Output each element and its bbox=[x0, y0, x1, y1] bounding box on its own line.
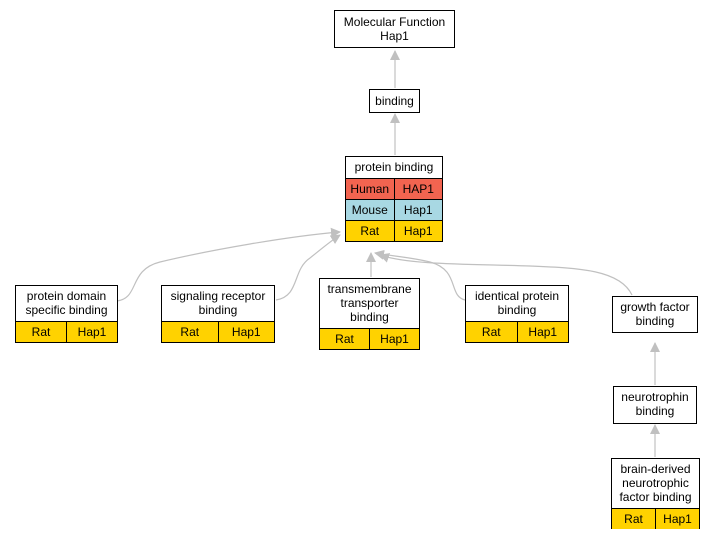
gene-cell: Hap1 bbox=[516, 322, 568, 342]
edge-gfb-to-protein-binding bbox=[379, 253, 633, 296]
node-bdnf-binding[interactable]: brain-derived neurotrophic factor bindin… bbox=[611, 458, 700, 529]
node-binding[interactable]: binding bbox=[369, 89, 420, 113]
gene-cell: Hap1 bbox=[66, 322, 117, 342]
edge-pdsb-to-protein-binding bbox=[116, 227, 341, 302]
species-cell: Mouse bbox=[346, 200, 394, 220]
gene-cell: Hap1 bbox=[217, 322, 274, 342]
gene-cell: Hap1 bbox=[369, 329, 419, 349]
node-molecular-function[interactable]: Molecular Function Hap1 bbox=[334, 10, 455, 48]
node-growth-factor-binding[interactable]: growth factor binding bbox=[612, 296, 698, 333]
species-row-rat: Rat Hap1 bbox=[162, 321, 274, 342]
gene-cell: Hap1 bbox=[655, 509, 699, 529]
species-row-rat: Rat Hap1 bbox=[320, 328, 419, 349]
species-cell: Rat bbox=[466, 322, 517, 342]
node-neurotrophin-binding[interactable]: neurotrophin binding bbox=[613, 386, 697, 424]
species-row-rat: Rat Hap1 bbox=[346, 220, 442, 241]
species-row-mouse: Mouse Hap1 bbox=[346, 199, 442, 220]
species-cell: Rat bbox=[16, 322, 66, 342]
node-title: signaling receptor binding bbox=[170, 289, 266, 317]
node-title: Molecular Function Hap1 bbox=[343, 15, 446, 43]
species-cell: Rat bbox=[162, 322, 218, 342]
node-signaling-receptor-binding[interactable]: signaling receptor binding Rat Hap1 bbox=[161, 285, 275, 343]
species-cell: Rat bbox=[612, 509, 655, 529]
species-cell: Rat bbox=[346, 221, 394, 241]
node-title: binding bbox=[375, 94, 414, 108]
gene-cell: Hap1 bbox=[393, 221, 442, 241]
species-cell: Rat bbox=[320, 329, 369, 349]
species-row-rat: Rat Hap1 bbox=[16, 321, 117, 342]
node-title: brain-derived neurotrophic factor bindin… bbox=[619, 462, 692, 504]
species-row-human: Human HAP1 bbox=[346, 178, 442, 199]
node-identical-protein-binding[interactable]: identical protein binding Rat Hap1 bbox=[465, 285, 569, 343]
species-row-rat: Rat Hap1 bbox=[466, 321, 568, 342]
node-title: protein domain specific binding bbox=[25, 289, 108, 317]
gene-cell: Hap1 bbox=[393, 200, 442, 220]
node-protein-domain-specific-binding[interactable]: protein domain specific binding Rat Hap1 bbox=[15, 285, 118, 343]
edge-ipb-to-protein-binding bbox=[374, 249, 466, 301]
gene-cell: HAP1 bbox=[393, 179, 442, 199]
node-title: protein binding bbox=[354, 160, 434, 174]
node-transmembrane-transporter-binding[interactable]: transmembrane transporter binding Rat Ha… bbox=[319, 278, 420, 350]
species-cell: Human bbox=[346, 179, 394, 199]
node-title: identical protein binding bbox=[474, 289, 560, 317]
species-row-rat: Rat Hap1 bbox=[612, 508, 699, 529]
node-title: transmembrane transporter binding bbox=[327, 282, 412, 324]
node-protein-binding[interactable]: protein binding Human HAP1 Mouse Hap1 Ra… bbox=[345, 156, 443, 242]
node-title: neurotrophin binding bbox=[621, 390, 689, 418]
edge-srb-to-protein-binding bbox=[275, 234, 341, 301]
node-title: growth factor binding bbox=[620, 300, 690, 328]
